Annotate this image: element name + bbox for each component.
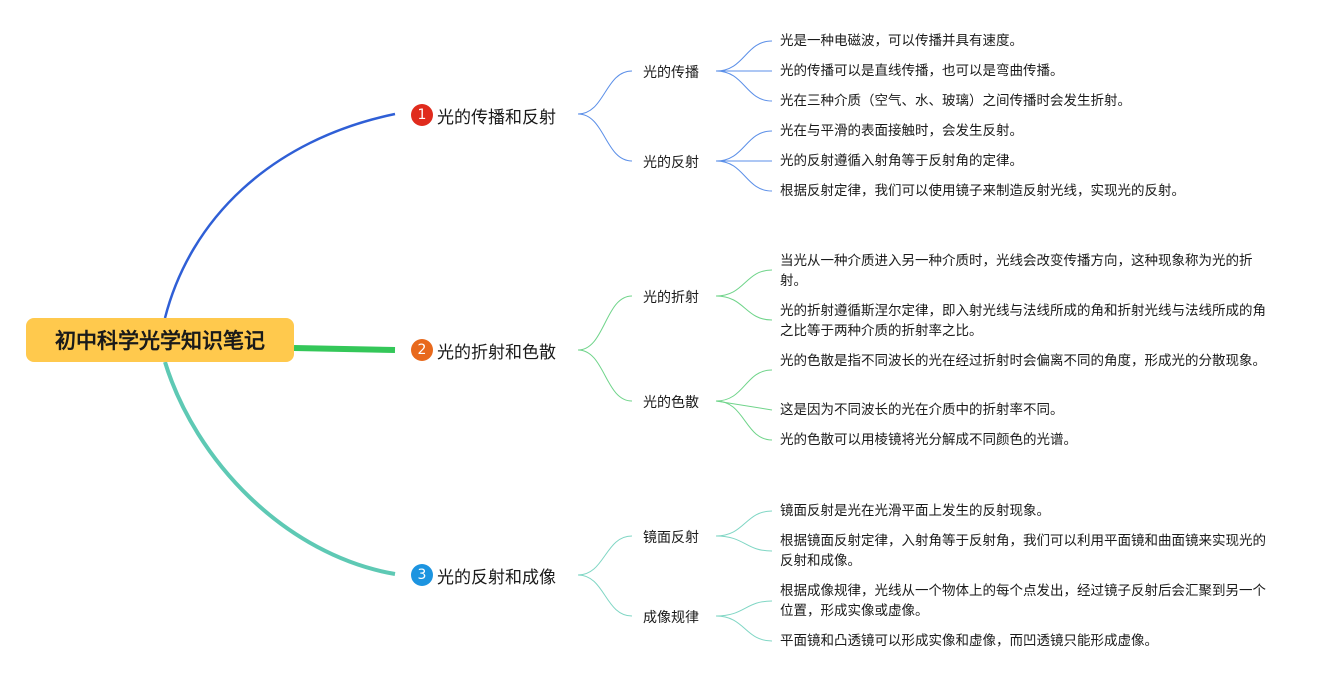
branch-3-title: 光的反射和成像 — [437, 567, 556, 588]
root-title: 初中科学光学知识笔记 — [55, 329, 265, 353]
branch-2-topic[interactable]: 2 光的折射和色散 — [397, 331, 568, 369]
leaf-note[interactable]: 光的传播可以是直线传播，也可以是弯曲传播。 — [780, 63, 1064, 79]
leaf-note[interactable]: 平面镜和凸透镜可以形成实像和虚像，而凹透镜只能形成虚像。 — [780, 633, 1158, 649]
branch-1-connector — [163, 112, 396, 319]
branch-3-topic[interactable]: 3 光的反射和成像 — [397, 556, 568, 594]
leaf-note[interactable]: 根据反射定律，我们可以使用镜子来制造反射光线，实现光的反射。 — [780, 183, 1185, 199]
branch-2-connector — [293, 345, 396, 353]
leaf-note[interactable]: 根据镜面反射定律，入射角等于反射角，我们可以利用平面镜和曲面镜来实现光的反射和成… — [780, 533, 1266, 569]
subtopic-imaging-rules[interactable]: 成像规律 — [643, 610, 699, 626]
number-1-badge-icon: 1 — [411, 104, 433, 126]
leaf-note[interactable]: 这是因为不同波长的光在介质中的折射率不同。 — [780, 402, 1064, 418]
subtopic-specular-reflection[interactable]: 镜面反射 — [643, 530, 699, 546]
branch-1-sub-connectors — [577, 40, 773, 192]
leaf-note[interactable]: 光是一种电磁波，可以传播并具有速度。 — [780, 33, 1023, 49]
subtopic-reflection[interactable]: 光的反射 — [643, 155, 699, 171]
root-topic[interactable]: 初中科学光学知识笔记 — [26, 318, 294, 362]
leaf-note[interactable]: 光的色散可以用棱镜将光分解成不同颜色的光谱。 — [780, 432, 1077, 448]
branch-2-title: 光的折射和色散 — [437, 342, 556, 363]
branch-3-sub-connectors — [577, 510, 773, 642]
leaf-note[interactable]: 当光从一种介质进入另一种介质时，光线会改变传播方向，这种现象称为光的折射。 — [780, 253, 1253, 289]
branch-3-connector — [163, 361, 396, 576]
leaf-note[interactable]: 光的反射遵循入射角等于反射角的定律。 — [780, 153, 1023, 169]
leaf-note[interactable]: 光的色散是指不同波长的光在经过折射时会偏离不同的角度，形成光的分散现象。 — [780, 353, 1266, 369]
number-2-badge-icon: 2 — [411, 339, 433, 361]
leaf-note[interactable]: 根据成像规律，光线从一个物体上的每个点发出，经过镜子反射后会汇聚到另一个位置，形… — [780, 583, 1266, 619]
branch-1-topic[interactable]: 1 光的传播和反射 — [397, 96, 568, 134]
number-3-badge-icon: 3 — [411, 564, 433, 586]
leaf-note[interactable]: 光的折射遵循斯涅尔定律，即入射光线与法线所成的角和折射光线与法线所成的角之比等于… — [780, 303, 1266, 339]
branch-1-title: 光的传播和反射 — [437, 107, 556, 128]
branch-2-sub-connectors — [577, 269, 773, 441]
subtopic-dispersion[interactable]: 光的色散 — [643, 395, 699, 411]
subtopic-refraction[interactable]: 光的折射 — [643, 290, 699, 306]
leaf-note[interactable]: 光在与平滑的表面接触时，会发生反射。 — [780, 123, 1023, 139]
subtopic-propagation[interactable]: 光的传播 — [643, 65, 699, 81]
leaf-note[interactable]: 光在三种介质（空气、水、玻璃）之间传播时会发生折射。 — [780, 93, 1131, 109]
leaf-note[interactable]: 镜面反射是光在光滑平面上发生的反射现象。 — [780, 503, 1050, 519]
